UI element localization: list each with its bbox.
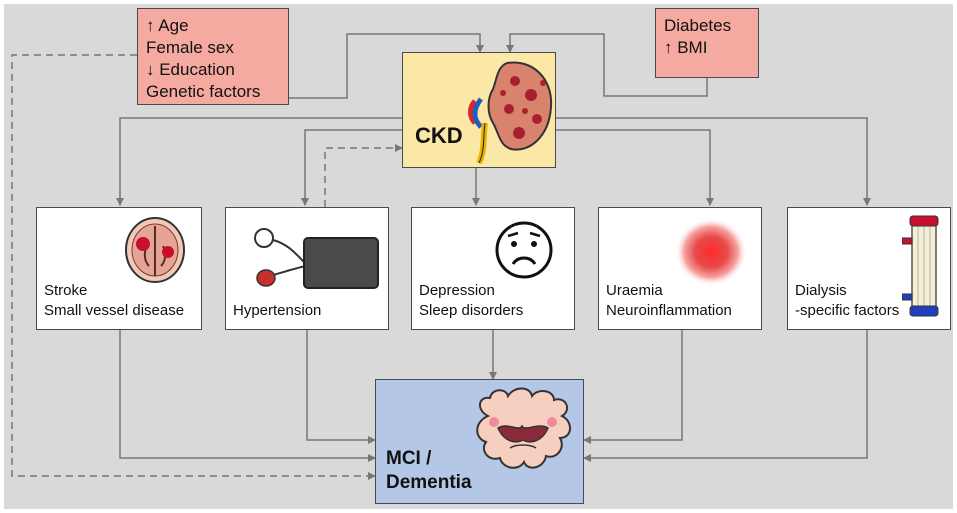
dashed-arrow-hypertension-to-ckd (324, 144, 403, 207)
arrow-stroke-to-mci (119, 330, 376, 462)
arrow-ckd-to-stroke (116, 117, 402, 206)
mci-dementia-box: MCI / Dementia (375, 379, 584, 504)
metabolic-factors-box: Diabetes ↑ BMI (655, 8, 759, 78)
uraemia-label: Uraemia Neuroinflammation (606, 282, 732, 319)
dashed-arrow-risk-to-mci (11, 54, 376, 480)
dialyzer-icon (902, 215, 939, 317)
arrow-uraemia-to-mci (583, 330, 683, 444)
arrow-ckd-to-hypertension (301, 129, 402, 206)
stroke-label: Stroke Small vessel disease (44, 282, 185, 319)
arrow-ckd-to-dialysis (556, 117, 871, 206)
uraemia-box: Uraemia Neuroinflammation (598, 207, 762, 330)
inflammation-icon (675, 218, 747, 286)
brain-scan-icon (125, 217, 185, 283)
metabolic-factors-text: Diabetes ↑ BMI (664, 16, 732, 57)
hypertension-box: Hypertension (225, 207, 389, 330)
depression-label: Depression Sleep disorders (419, 282, 524, 319)
brain-atrophy-icon (476, 387, 571, 469)
blood-pressure-cuff-icon (254, 228, 379, 289)
arrow-dialysis-to-mci (583, 330, 868, 462)
arrow-risk-right-to-ckd (506, 33, 708, 97)
arrow-risk-left-to-ckd (289, 33, 484, 99)
depression-box: Depression Sleep disorders (411, 207, 575, 330)
ckd-label: CKD (415, 123, 463, 148)
dialysis-box: Dialysis -specific factors (787, 207, 951, 330)
kidney-icon (468, 61, 553, 165)
mci-dementia-label: MCI / Dementia (386, 448, 472, 493)
risk-factors-text: ↑ Age Female sex ↓ Education Genetic fac… (146, 16, 261, 101)
hypertension-label: Hypertension (233, 302, 322, 319)
dialysis-label: Dialysis -specific factors (795, 282, 900, 319)
ckd-box: CKD (402, 52, 556, 168)
arrow-hypertension-to-mci (306, 330, 376, 444)
arrow-ckd-to-uraemia (556, 129, 714, 206)
risk-factors-box: ↑ Age Female sex ↓ Education Genetic fac… (137, 8, 289, 105)
sad-face-icon (495, 221, 553, 279)
stroke-box: Stroke Small vessel disease (36, 207, 202, 330)
